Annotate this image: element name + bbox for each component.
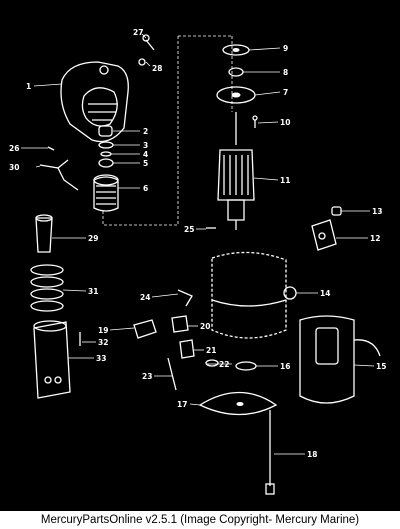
callout-28: 28 bbox=[152, 64, 162, 73]
callout-5: 5 bbox=[143, 159, 148, 168]
callout-33: 33 bbox=[96, 354, 106, 363]
callout-12: 12 bbox=[370, 234, 380, 243]
callout-31: 31 bbox=[88, 287, 98, 296]
callout-11: 11 bbox=[280, 176, 290, 185]
part-30-shift-lever bbox=[39, 159, 79, 191]
part-9-washer bbox=[222, 44, 250, 56]
part-5-collar bbox=[98, 158, 114, 168]
callout-19: 19 bbox=[98, 326, 108, 335]
part-20-brush bbox=[171, 315, 189, 333]
callout-4: 4 bbox=[143, 150, 148, 159]
callout-17: 17 bbox=[177, 400, 187, 409]
callout-30: 30 bbox=[9, 163, 19, 172]
part-13-nut bbox=[331, 206, 342, 216]
callout-24: 24 bbox=[140, 293, 150, 302]
part-27-screw bbox=[142, 34, 155, 51]
part-1-drive-housing bbox=[60, 61, 129, 143]
callout-2: 2 bbox=[143, 127, 148, 136]
part-21-spring bbox=[179, 339, 195, 359]
callout-29: 29 bbox=[88, 234, 98, 243]
part-18-through-bolt bbox=[265, 410, 275, 495]
callout-22: 22 bbox=[219, 360, 229, 369]
callout-20: 20 bbox=[200, 322, 210, 331]
part-8-bushing bbox=[228, 67, 244, 77]
part-15-brush-holder bbox=[299, 315, 381, 404]
frame-housing bbox=[211, 251, 287, 339]
assembly-guide-lines bbox=[102, 35, 233, 226]
callout-1: 1 bbox=[26, 82, 31, 91]
leader-lines bbox=[21, 33, 375, 455]
callout-16: 16 bbox=[280, 362, 290, 371]
callout-21: 21 bbox=[206, 346, 216, 355]
exploded-parts-diagram: 1 2 3 4 5 6 7 8 9 10 11 12 13 14 15 16 1… bbox=[9, 28, 386, 495]
part-11-armature bbox=[217, 112, 255, 230]
part-33-solenoid bbox=[33, 320, 71, 399]
part-24-clip bbox=[177, 289, 193, 307]
part-29-sleeve bbox=[35, 214, 53, 253]
part-6-drive-pinion bbox=[93, 174, 119, 212]
callout-15: 15 bbox=[376, 362, 386, 371]
callout-32: 32 bbox=[98, 338, 108, 347]
part-22-insulator bbox=[205, 359, 219, 367]
callout-6: 6 bbox=[143, 184, 148, 193]
callout-9: 9 bbox=[283, 44, 288, 53]
part-7-thrust-plate bbox=[216, 86, 256, 104]
callout-18: 18 bbox=[307, 450, 317, 459]
part-19-terminal bbox=[133, 319, 157, 339]
part-26-pin bbox=[47, 146, 55, 151]
callout-10: 10 bbox=[280, 118, 290, 127]
callout-25: 25 bbox=[184, 225, 194, 234]
part-4-ring bbox=[100, 151, 112, 157]
part-12-terminal-cover bbox=[311, 219, 337, 251]
callout-7: 7 bbox=[283, 88, 288, 97]
part-10-screw bbox=[252, 115, 258, 128]
callout-13: 13 bbox=[372, 207, 382, 216]
callout-8: 8 bbox=[283, 68, 288, 77]
callout-14: 14 bbox=[320, 289, 330, 298]
copyright-footer: MercuryPartsOnline v2.5.1 (Image Copyrig… bbox=[0, 511, 400, 529]
part-28-lockwasher bbox=[138, 58, 146, 66]
part-23-bolt bbox=[167, 357, 177, 391]
callout-23: 23 bbox=[142, 372, 152, 381]
callout-26: 26 bbox=[9, 144, 19, 153]
part-16-washer bbox=[235, 361, 257, 371]
callout-27: 27 bbox=[133, 28, 143, 37]
callout-numbers: 1 2 3 4 5 6 7 8 9 10 11 12 13 14 15 16 1… bbox=[9, 28, 386, 459]
callout-3: 3 bbox=[143, 141, 148, 150]
part-2-bushing bbox=[98, 125, 113, 137]
part-17-end-cap bbox=[198, 391, 278, 416]
part-31-spring bbox=[30, 264, 64, 312]
part-3-washer bbox=[98, 141, 114, 149]
